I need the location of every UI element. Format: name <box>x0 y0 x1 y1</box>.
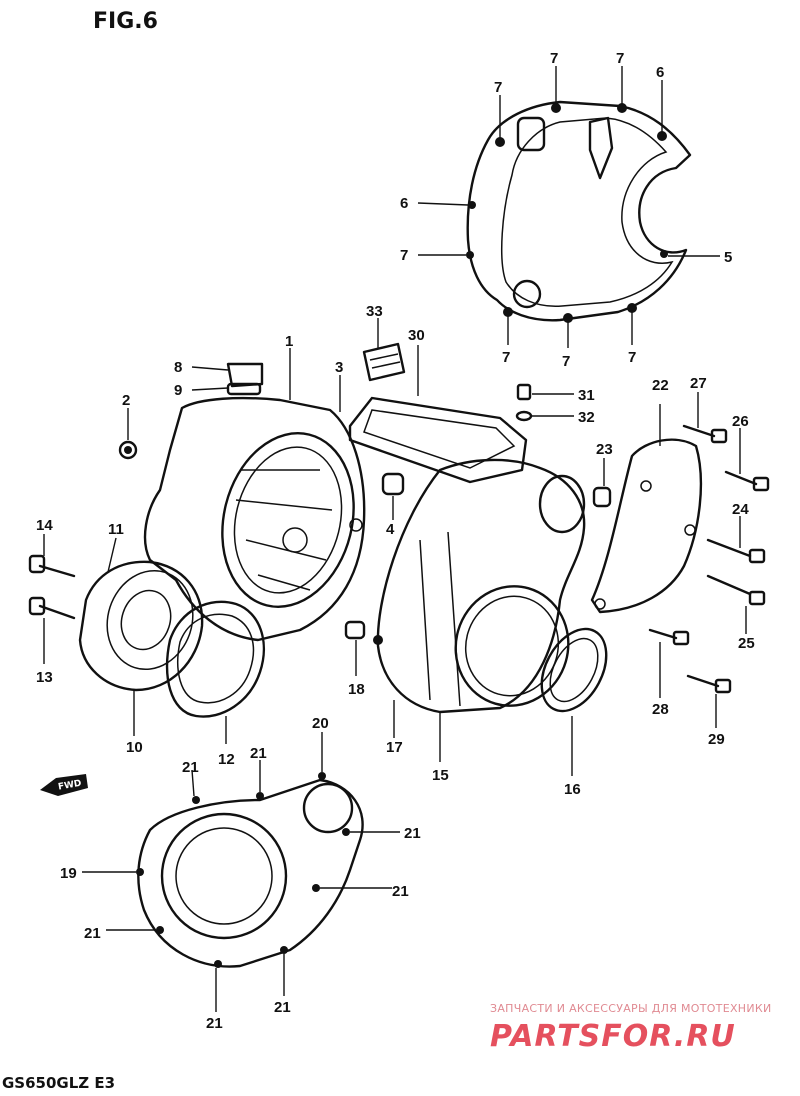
callout-11: 11 <box>108 521 124 538</box>
model-code: GS650GLZ E3 <box>2 1074 115 1092</box>
callout-23: 23 <box>596 441 613 458</box>
sprocket-cover <box>136 772 364 968</box>
generator-cover <box>466 100 692 323</box>
callout-17: 17 <box>386 739 403 756</box>
fwd-arrow: FWD <box>40 774 88 796</box>
callout-21: 21 <box>206 1015 223 1032</box>
callout-29: 29 <box>708 731 725 748</box>
side-cover-22 <box>590 404 703 614</box>
callout-10: 10 <box>126 739 143 756</box>
callout-30: 30 <box>408 327 425 344</box>
generator-cover-leaders <box>417 66 720 348</box>
callout-7: 7 <box>550 50 558 67</box>
callout-31: 31 <box>578 387 595 404</box>
bolts-right <box>648 392 770 728</box>
callout-26: 26 <box>732 413 749 430</box>
callout-28: 28 <box>652 701 669 718</box>
watermark-tagline: ЗАПЧАСТИ И АКСЕССУАРЫ ДЛЯ МОТОТЕХНИКИ <box>490 1002 772 1015</box>
clutch-cover <box>118 362 366 642</box>
callout-7: 7 <box>628 349 636 366</box>
callout-5: 5 <box>724 249 732 266</box>
callout-6: 6 <box>656 64 664 81</box>
callout-32: 32 <box>578 409 595 426</box>
callout-3: 3 <box>335 359 343 376</box>
callout-7: 7 <box>562 353 570 370</box>
callout-1: 1 <box>285 333 293 350</box>
callout-18: 18 <box>348 681 365 698</box>
figure-title: FIG.6 <box>93 9 158 34</box>
callout-20: 20 <box>312 715 329 732</box>
callout-24: 24 <box>732 501 749 518</box>
crankcase-cover-right <box>344 458 586 714</box>
callout-7: 7 <box>502 349 510 366</box>
callout-21: 21 <box>404 825 421 842</box>
callout-7: 7 <box>494 79 502 96</box>
callout-14: 14 <box>36 517 53 534</box>
callout-labels: 7 7 7 6 6 7 5 7 7 7 33 30 8 9 1 3 2 31 3… <box>36 50 755 1032</box>
clutch-cover-leaders <box>127 348 341 440</box>
breather-cover-group <box>348 318 574 520</box>
callout-21: 21 <box>182 759 199 776</box>
callout-22: 22 <box>652 377 669 394</box>
callout-33: 33 <box>366 303 383 320</box>
callout-13: 13 <box>36 669 53 686</box>
callout-2: 2 <box>122 392 130 409</box>
sprocket-cover-leaders <box>82 732 400 1012</box>
watermark-logo: PARTSFOR.RU <box>490 1019 736 1054</box>
fwd-label: FWD <box>57 779 82 793</box>
watermark: ЗАПЧАСТИ И АКСЕССУАРЫ ДЛЯ МОТОТЕХНИКИ PA… <box>490 1002 772 1054</box>
callout-8: 8 <box>174 359 182 376</box>
callout-27: 27 <box>690 375 707 392</box>
callout-19: 19 <box>60 865 77 882</box>
callout-12: 12 <box>218 751 235 768</box>
callout-16: 16 <box>564 781 581 798</box>
callout-6: 6 <box>400 195 408 212</box>
callout-21: 21 <box>84 925 101 942</box>
callout-21: 21 <box>274 999 291 1016</box>
crankcase-cover-right-leaders <box>355 640 441 762</box>
callout-9: 9 <box>174 382 182 399</box>
left-parts <box>28 534 265 744</box>
callout-7: 7 <box>616 50 624 67</box>
callout-21: 21 <box>392 883 409 900</box>
callout-21: 21 <box>250 745 267 762</box>
emblem-16 <box>540 627 608 776</box>
callout-7: 7 <box>400 247 408 264</box>
callout-15: 15 <box>432 767 449 784</box>
callout-4: 4 <box>386 521 395 538</box>
callout-25: 25 <box>738 635 755 652</box>
